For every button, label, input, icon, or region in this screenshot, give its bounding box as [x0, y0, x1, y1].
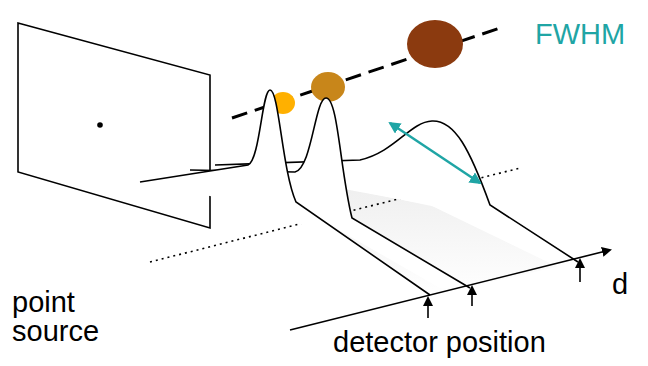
axis-label: d [612, 270, 628, 299]
point-source-dot [97, 122, 103, 128]
fwhm-label: FWHM [535, 20, 625, 49]
gaussian-narrow [140, 90, 430, 295]
detector-arrow [579, 260, 581, 282]
detector-arrow [427, 298, 429, 318]
gaussian-fill [140, 90, 430, 295]
source-label: point source [12, 288, 107, 346]
axis-title: detector position [333, 328, 546, 357]
detector-arrow [471, 287, 473, 306]
d-axis [290, 250, 610, 330]
source-plane [18, 23, 210, 228]
fwhm-arrow [390, 123, 480, 183]
spot-medium [311, 72, 345, 102]
spot-large [407, 20, 463, 68]
